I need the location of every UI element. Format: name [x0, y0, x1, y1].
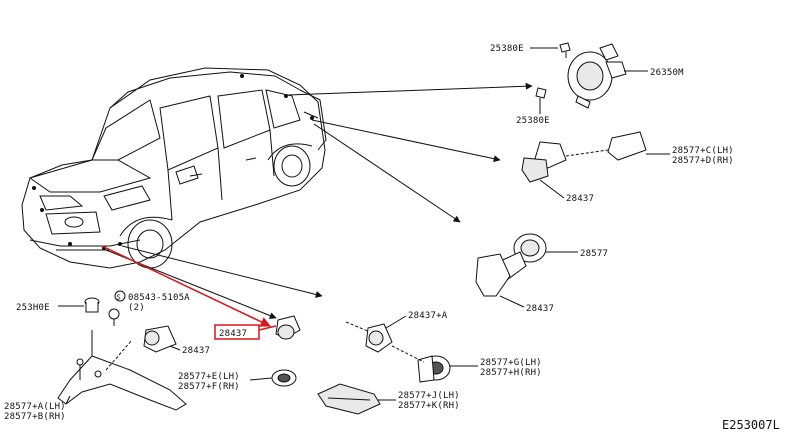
label-28577-e: 28577+E(LH) [178, 372, 240, 382]
label-28577-h: 28577+H(RH) [480, 368, 542, 378]
front-bracket-group [57, 297, 187, 411]
label-28577-d: 28577+D(RH) [672, 156, 734, 166]
part-labels: 25380E 26350M 25380E 28577+C(LH) 28577+D… [4, 44, 780, 432]
rear-sensor-group [475, 233, 547, 297]
highlight-box [214, 324, 260, 340]
front-sensor-group [271, 315, 301, 387]
label-28577-a: 28577+A(LH) [4, 402, 66, 412]
label-screw-qty: (2) [128, 303, 145, 313]
label-25380e-bottom: 25380E [516, 116, 550, 126]
leader-arrows [101, 82, 533, 327]
label-28577-b: 28577+B(RH) [4, 412, 66, 422]
label-26350m: 26350M [650, 68, 684, 78]
label-28577-rear: 28577 [580, 249, 608, 259]
side-sensor-group [521, 131, 647, 183]
label-28577-k: 28577+K(RH) [398, 401, 460, 411]
label-28577-g: 28577+G(LH) [480, 358, 542, 368]
label-28577-c: 28577+C(LH) [672, 146, 734, 156]
reference-code: E253007L [722, 418, 780, 432]
label-25380e-top: 25380E [490, 44, 524, 54]
label-253h0e: 253H0E [16, 303, 50, 313]
label-28437-a: 28437+A [408, 311, 448, 321]
label-28437-rear: 28437 [526, 304, 554, 314]
corner-sensor-group [317, 321, 451, 415]
label-screw-code: 08543-5105A [128, 293, 190, 303]
vehicle-illustration [21, 67, 327, 269]
highlight-arrow [101, 245, 271, 327]
label-28577-f: 28577+F(RH) [178, 382, 240, 392]
svg-text:S: S [117, 294, 121, 302]
buzzer-assembly [535, 42, 627, 109]
label-28437-side: 28437 [566, 194, 594, 204]
label-28437-front-left: 28437 [182, 346, 210, 356]
label-28577-j: 28577+J(LH) [398, 391, 460, 401]
label-28437-highlighted: 28437 [219, 329, 247, 339]
